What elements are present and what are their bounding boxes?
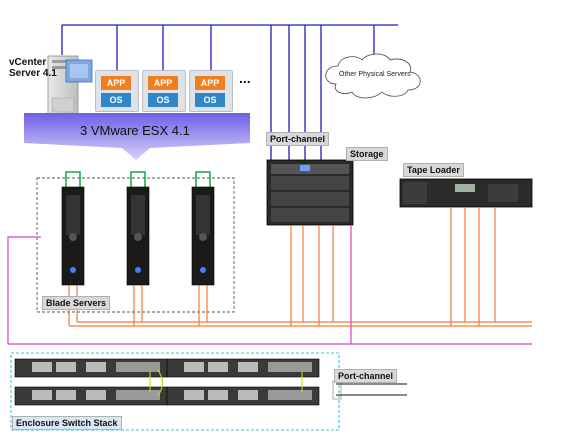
- bottom-port-channel-links: [332, 380, 407, 400]
- switch-3: [14, 386, 168, 406]
- enclosure-switch-stack-box: [10, 352, 340, 431]
- esx-band: [24, 113, 250, 160]
- vm-3-os: OS: [195, 93, 225, 107]
- magenta-links: [7, 225, 532, 345]
- other-physical-servers-label: Other Physical Servers: [339, 71, 411, 78]
- vm-3: APP OS: [189, 70, 233, 112]
- port-channel-bottom-label: Port-channel: [334, 369, 398, 383]
- vm-1-app: APP: [101, 76, 131, 90]
- vm-1: APP OS: [95, 70, 139, 112]
- other-physical-servers-cloud: [325, 53, 421, 99]
- stacking-cables: [149, 369, 303, 397]
- vm-3-app: APP: [195, 76, 225, 90]
- esx-label: 3 VMware ESX 4.1: [80, 123, 190, 138]
- tape-loader: [399, 178, 533, 208]
- vcenter-label: vCenter Server 4.1: [9, 57, 57, 79]
- blade-green-links: [65, 171, 211, 188]
- orange-links: [68, 207, 532, 327]
- storage-label: Storage: [346, 147, 388, 161]
- vcenter-label-line2: Server 4.1: [9, 68, 57, 79]
- vcenter-label-line1: vCenter: [9, 57, 47, 68]
- switch-4: [166, 386, 320, 406]
- vm-ellipsis: ...: [239, 70, 251, 86]
- vm-2-app: APP: [148, 76, 178, 90]
- storage-array: [266, 159, 354, 226]
- switch-2: [166, 358, 320, 378]
- enclosure-switch-stack-label: Enclosure Switch Stack: [12, 416, 122, 430]
- blade-servers-label: Blade Servers: [42, 296, 111, 310]
- vcenter-server-icon: [47, 55, 93, 117]
- blade-server-1: [61, 186, 85, 286]
- vm-2: APP OS: [142, 70, 186, 112]
- blade-server-2: [126, 186, 150, 286]
- blade-servers-enclosure: [36, 177, 235, 313]
- blade-server-3: [191, 186, 215, 286]
- tape-loader-label: Tape Loader: [403, 163, 464, 177]
- vm-2-os: OS: [148, 93, 178, 107]
- port-channel-top-label: Port-channel: [266, 132, 330, 146]
- switch-1: [14, 358, 168, 378]
- vm-1-os: OS: [101, 93, 131, 107]
